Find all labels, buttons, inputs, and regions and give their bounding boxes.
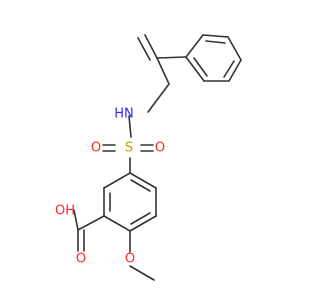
bond xyxy=(137,37,151,61)
methoxy-oxygen-label: O xyxy=(125,252,135,267)
bond xyxy=(103,215,131,232)
atom-label-layer: HN S O O OH O O xyxy=(55,107,165,267)
bond-layer xyxy=(73,34,242,281)
nitrogen-atom-label: HN xyxy=(114,107,134,122)
bond xyxy=(129,172,157,189)
carbonyl-oxygen-label: O xyxy=(76,252,86,267)
bond xyxy=(128,115,132,138)
bond xyxy=(130,179,151,192)
bond xyxy=(77,215,105,231)
bond xyxy=(147,83,170,113)
bond xyxy=(129,265,155,281)
bond xyxy=(228,59,242,82)
bond xyxy=(205,40,226,44)
bond xyxy=(223,60,235,78)
sulfur-atom-label: S xyxy=(125,141,133,156)
bond xyxy=(202,34,229,38)
bond xyxy=(73,209,79,231)
bond xyxy=(185,34,204,58)
bond xyxy=(193,57,208,77)
bond xyxy=(144,34,158,59)
bond xyxy=(130,212,151,225)
molecule-structure: HN S O O OH O O xyxy=(55,34,242,281)
bond xyxy=(227,36,242,61)
bond xyxy=(185,56,205,82)
sulfonyl-oxygen-left-label: O xyxy=(91,141,101,156)
bond xyxy=(156,57,170,85)
bond xyxy=(103,172,131,189)
hydroxyl-label: OH xyxy=(55,204,75,219)
sulfonyl-oxygen-right-label: O xyxy=(155,141,165,156)
bond xyxy=(129,215,157,232)
bond xyxy=(156,56,187,59)
